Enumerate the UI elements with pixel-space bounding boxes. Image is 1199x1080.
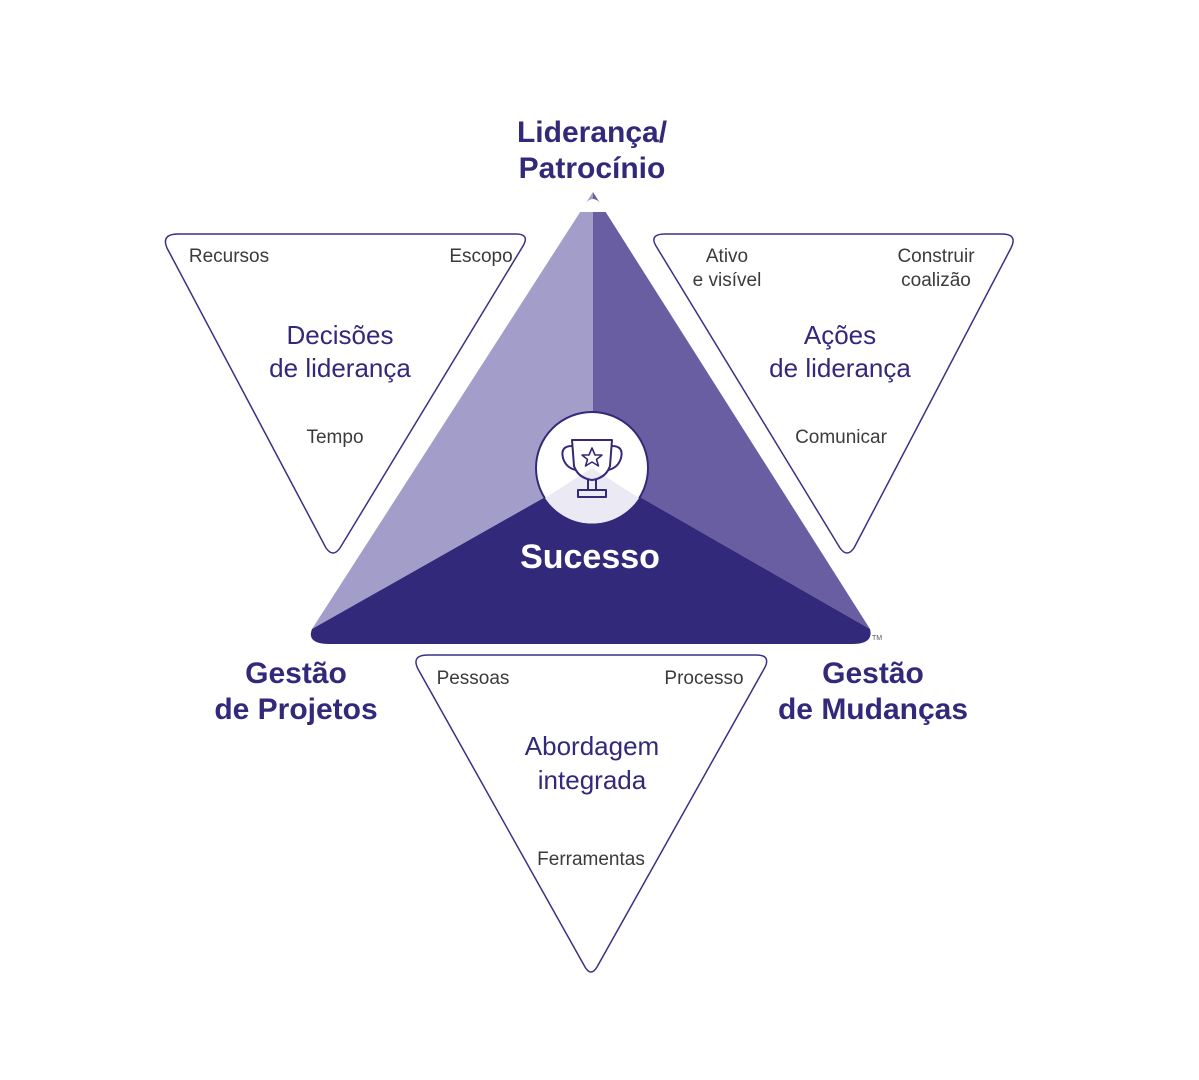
bottom-panel-outline — [415, 654, 768, 973]
right-panel-title-line1: Ações — [804, 320, 876, 350]
trophy-star-icon — [561, 439, 623, 498]
corner-bottom-left-line1: Gestão — [245, 657, 347, 690]
triangle-top-cap — [580, 199, 606, 212]
triangle-segment-right — [593, 192, 870, 629]
right-panel-item-active-line1: Ativo — [706, 246, 748, 267]
left-panel-item-time: Tempo — [306, 427, 363, 448]
right-panel-outline — [653, 233, 1014, 554]
corner-bottom-right-line2: de Mudanças — [778, 693, 968, 726]
corner-bottom-left-line2: de Projetos — [214, 693, 377, 726]
triangle-segment-bottom — [312, 470, 870, 629]
right-panel-item-communicate: Comunicar — [795, 427, 888, 448]
left-panel-title-line2: de liderança — [269, 353, 411, 383]
triangle-bottom-band — [310, 629, 871, 644]
trophy-circle-shade — [545, 468, 639, 524]
corner-top-line1: Liderança/ — [517, 116, 668, 149]
bottom-panel-item-people: Pessoas — [437, 668, 510, 689]
right-panel-item-coalition-line1: Construir — [897, 246, 975, 267]
left-panel-outline — [164, 233, 527, 554]
right-panel-item-active-line2: e visível — [693, 270, 762, 291]
trademark-mark: TM — [872, 635, 882, 642]
bottom-panel-item-process: Processo — [664, 668, 743, 689]
bottom-panel-title-line2: integrada — [538, 765, 647, 795]
left-panel-item-scope: Escopo — [449, 246, 512, 267]
bottom-panel-title-line1: Abordagem — [525, 731, 659, 761]
right-panel-title-line2: de liderança — [769, 353, 911, 383]
center-label: Sucesso — [520, 538, 660, 576]
bottom-panel-item-tools: Ferramentas — [537, 849, 645, 870]
corner-top-line2: Patrocínio — [519, 152, 666, 185]
left-panel-title-line1: Decisões — [287, 320, 394, 350]
corner-bottom-right-line1: Gestão — [822, 657, 924, 690]
right-panel-item-coalition-line2: coalizão — [901, 270, 971, 291]
left-panel-item-resources: Recursos — [189, 246, 269, 267]
triangle-segment-left — [312, 192, 593, 629]
